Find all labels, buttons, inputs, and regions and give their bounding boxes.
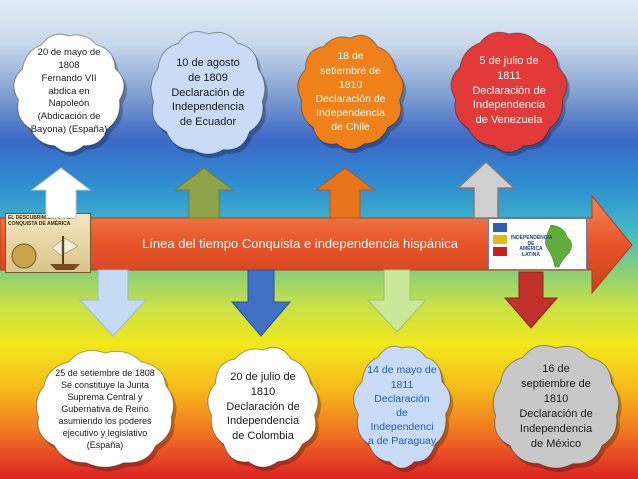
event-text-bottom-2: 20 de julio de 1810 Declaración de Indep…	[226, 370, 300, 443]
arrow-up-3-shape	[314, 167, 376, 219]
arrow-up-1-shape	[30, 167, 92, 219]
arrow-up-1	[30, 167, 92, 219]
cloud-shape	[36, 350, 174, 468]
arrow-down-4	[503, 271, 559, 329]
arrow-down-2	[230, 269, 292, 337]
cloud-shape	[150, 31, 266, 155]
cloud-shape	[492, 345, 620, 469]
event-text-top-1: 20 de mayo de 1808 Fernando VII abdica e…	[30, 47, 108, 136]
arrow-down-1	[78, 269, 148, 337]
event-text-bottom-4: 16 de septiembre de 1810 Declaración de …	[519, 363, 593, 450]
cloud-shape	[297, 34, 404, 150]
arrow-down-3	[366, 269, 428, 333]
arrow-up-2-shape	[173, 167, 235, 219]
independence-logo: INDEPENDENCIA DE AMÉRICA LATINA	[488, 218, 587, 270]
cloud-shape	[353, 345, 451, 469]
event-cloud-bottom-2: 20 de julio de 1810 Declaración de Indep…	[203, 342, 323, 472]
event-cloud-top-2: 10 de agosto de 1809 Declaración de Inde…	[145, 26, 271, 160]
arrow-down-1-shape	[78, 269, 148, 337]
conquest-logo: EL DESCUBRIMIENTO Y LA CONQUISTA DE AMÉR…	[5, 213, 91, 273]
event-text-top-3: 18 de setiembre de 1810 Declaración de I…	[315, 50, 386, 134]
event-text-top-4: 5 de julio de 1811 Declaración de Indepe…	[472, 54, 546, 127]
arrow-up-2	[173, 167, 235, 219]
independence-logo-text: INDEPENDENCIA DE AMÉRICA LATINA	[511, 235, 553, 258]
cloud-shape	[450, 31, 568, 153]
event-cloud-bottom-1: 25 de setiembre de 1808 Se constituye la…	[30, 345, 180, 473]
event-cloud-top-1: 20 de mayo de 1808 Fernando VII abdica e…	[10, 28, 128, 157]
event-text-top-2: 10 de agosto de 1809 Declaración de Inde…	[171, 56, 245, 129]
event-cloud-top-3: 18 de setiembre de 1810 Declaración de I…	[293, 30, 408, 154]
arrow-up-4	[456, 160, 516, 219]
cloud-shape	[207, 347, 319, 468]
event-cloud-bottom-4: 16 de septiembre de 1810 Declaración de …	[487, 340, 625, 474]
arrow-down-3-shape	[366, 269, 428, 333]
arrow-up-3	[314, 167, 376, 219]
event-cloud-top-4: 5 de julio de 1811 Declaración de Indepe…	[447, 26, 571, 157]
event-text-bottom-3: 14 de mayo de 1811 Declaración de Indepe…	[367, 364, 437, 448]
timeline-title: Línea del tiempo Conquista e independenc…	[142, 236, 458, 251]
arrow-down-4-shape	[503, 271, 559, 329]
cloud-shape	[13, 33, 125, 153]
arrow-up-4-shape	[456, 160, 516, 219]
arrow-down-2-shape	[230, 269, 292, 337]
event-cloud-bottom-3: 14 de mayo de 1811 Declaración de Indepe…	[350, 340, 454, 473]
event-text-bottom-1: 25 de setiembre de 1808 Se constituye la…	[55, 367, 155, 451]
